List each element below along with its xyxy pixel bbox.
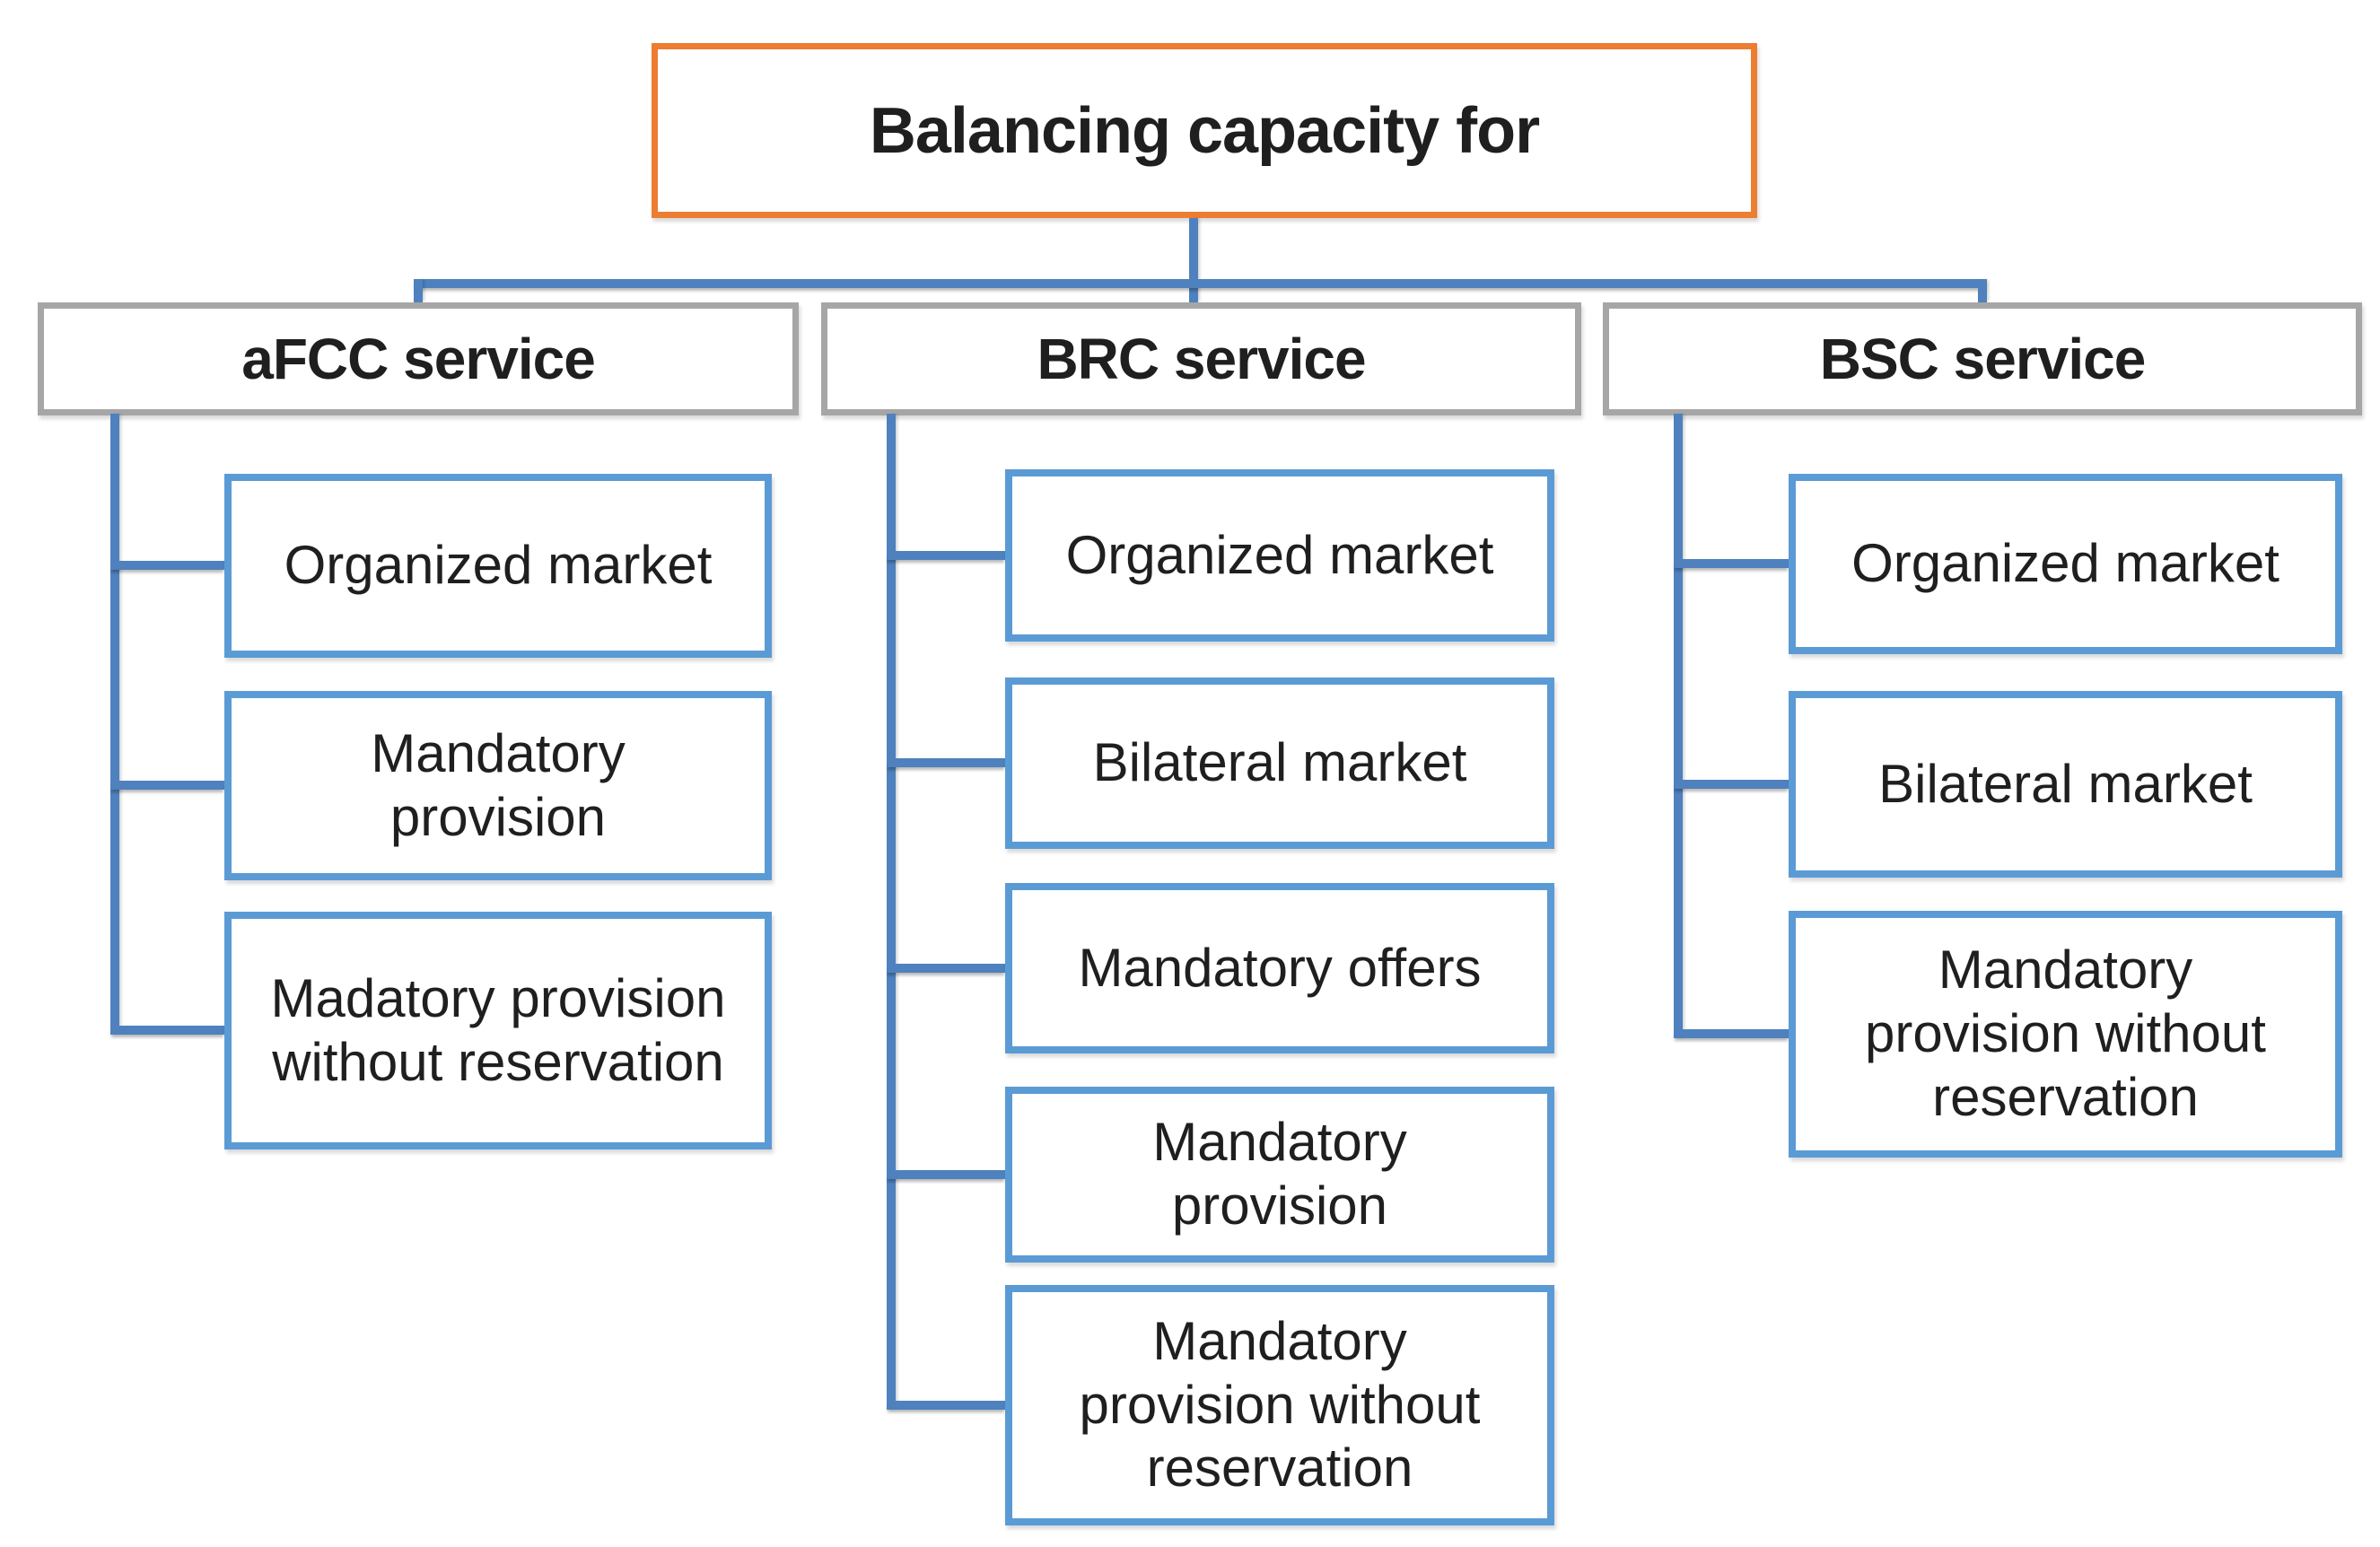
connector-afcc-spine [110, 414, 119, 1035]
connector-afcc-stub-3 [110, 1026, 224, 1035]
node-afcc-organized-market: Organized market [224, 474, 772, 658]
branch-header-brc: BRC service [821, 302, 1581, 415]
node-label: Bilateral market [1092, 732, 1467, 793]
root-box-balancing-capacity: Balancing capacity for [652, 43, 1757, 218]
branch-header-brc-label: BRC service [1037, 327, 1366, 391]
connector-brc-stub-5 [887, 1401, 1005, 1410]
node-brc-mandatory-provision-without-reservation: Mandatory provision without reservation [1005, 1285, 1554, 1525]
node-label: Mandatory provision [1152, 1112, 1407, 1236]
node-label: Organized market [1065, 524, 1494, 585]
connector-bsc-spine [1674, 414, 1683, 1038]
node-brc-mandatory-offers: Mandatory offers [1005, 883, 1554, 1053]
connector-brc-stub-3 [887, 964, 1005, 973]
node-brc-mandatory-provision: Mandatory provision [1005, 1087, 1554, 1263]
connector-afcc-stub-1 [110, 561, 224, 570]
connector-bsc-stub-1 [1674, 559, 1789, 568]
node-label: Madatory provision without reservation [270, 967, 726, 1092]
node-label: Bilateral market [1878, 753, 2253, 814]
node-afcc-madatory-provision-without-reservation: Madatory provision without reservation [224, 912, 772, 1149]
node-label: Organized market [284, 535, 713, 596]
connector-brc-spine [887, 414, 896, 1410]
connector-stub-bsc [1978, 279, 1987, 302]
node-afcc-mandatory-provision: Mandatory provision [224, 691, 772, 880]
connector-brc-stub-4 [887, 1170, 1005, 1179]
branch-header-bsc: BSC service [1603, 302, 2362, 415]
connector-afcc-stub-2 [110, 781, 224, 790]
node-bsc-organized-market: Organized market [1789, 474, 2342, 654]
branch-header-afcc: aFCC service [38, 302, 799, 415]
node-label: Mandatory provision without reservation [1865, 940, 2266, 1127]
node-label: Mandatory provision [371, 722, 626, 847]
branch-header-bsc-label: BSC service [1819, 327, 2147, 391]
connector-brc-stub-1 [887, 551, 1005, 560]
connector-trunk [1189, 218, 1198, 302]
connector-stub-afcc [414, 279, 423, 302]
node-bsc-bilateral-market: Bilateral market [1789, 691, 2342, 878]
node-bsc-mandatory-provision-without-reservation: Mandatory provision without reservation [1789, 911, 2342, 1158]
node-label: Organized market [1851, 533, 2279, 594]
node-label: Mandatory offers [1078, 937, 1482, 998]
connector-brc-stub-2 [887, 758, 1005, 767]
root-box-label: Balancing capacity for [869, 94, 1540, 167]
branch-header-afcc-label: aFCC service [241, 327, 596, 391]
node-label: Mandatory provision without reservation [1079, 1310, 1481, 1499]
node-brc-bilateral-market: Bilateral market [1005, 677, 1554, 849]
connector-bsc-stub-2 [1674, 780, 1789, 789]
node-brc-organized-market: Organized market [1005, 469, 1554, 642]
connector-main-horizontal [414, 279, 1987, 288]
connector-bsc-stub-3 [1674, 1029, 1789, 1038]
